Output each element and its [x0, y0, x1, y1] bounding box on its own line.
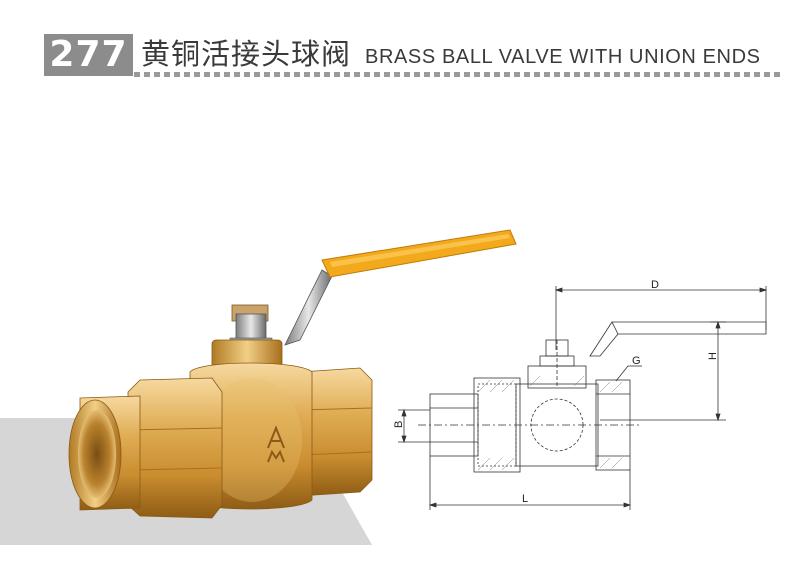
- model-number-badge: 277: [44, 34, 133, 76]
- dim-label-b: B: [393, 421, 405, 428]
- dim-label-l: L: [522, 493, 528, 505]
- dim-label-h: H: [707, 352, 719, 360]
- title-chinese: 黄铜活接头球阀: [141, 37, 352, 71]
- title-english: BRASS BALL VALVE WITH UNION ENDS: [365, 46, 761, 68]
- dim-label-g: G: [632, 355, 641, 367]
- dim-label-d: D: [651, 279, 659, 291]
- header-dotted-rule: [134, 72, 784, 77]
- am-logo-icon: [267, 425, 285, 463]
